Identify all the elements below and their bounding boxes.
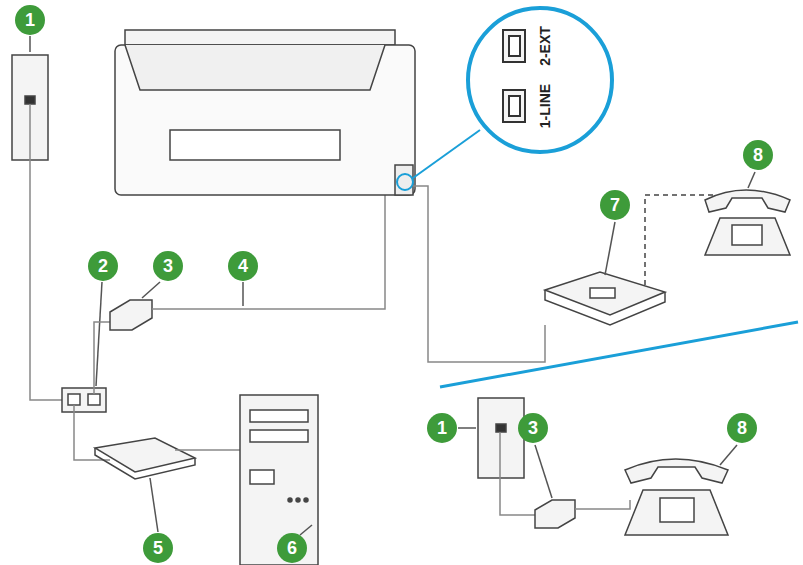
port-label: 2-EXT [537, 26, 553, 66]
dsl-modem [95, 438, 195, 472]
callout-number: 7 [600, 190, 630, 220]
callout-number: 1 [427, 413, 457, 443]
callout-number: 3 [153, 251, 183, 281]
printer [115, 30, 480, 195]
phone-cord [152, 182, 400, 309]
callout-number: 8 [743, 140, 773, 170]
telephone [705, 190, 790, 255]
callout-number: 4 [228, 251, 258, 281]
callout-number: 2 [88, 251, 118, 281]
computer [240, 395, 318, 565]
telephone [625, 459, 728, 535]
dsl-filter [110, 300, 152, 330]
port-magnifier [468, 8, 612, 152]
answering-machine [545, 272, 665, 315]
callout-number: 1 [15, 5, 45, 35]
splitter [62, 388, 106, 412]
port-label: 1-LINE [537, 84, 553, 128]
callout-number: 8 [727, 413, 757, 443]
callout-number: 5 [143, 533, 173, 563]
wall-jack [478, 398, 524, 478]
dsl-filter [535, 500, 575, 528]
callout-number: 6 [277, 533, 307, 563]
callout-number: 3 [518, 413, 548, 443]
